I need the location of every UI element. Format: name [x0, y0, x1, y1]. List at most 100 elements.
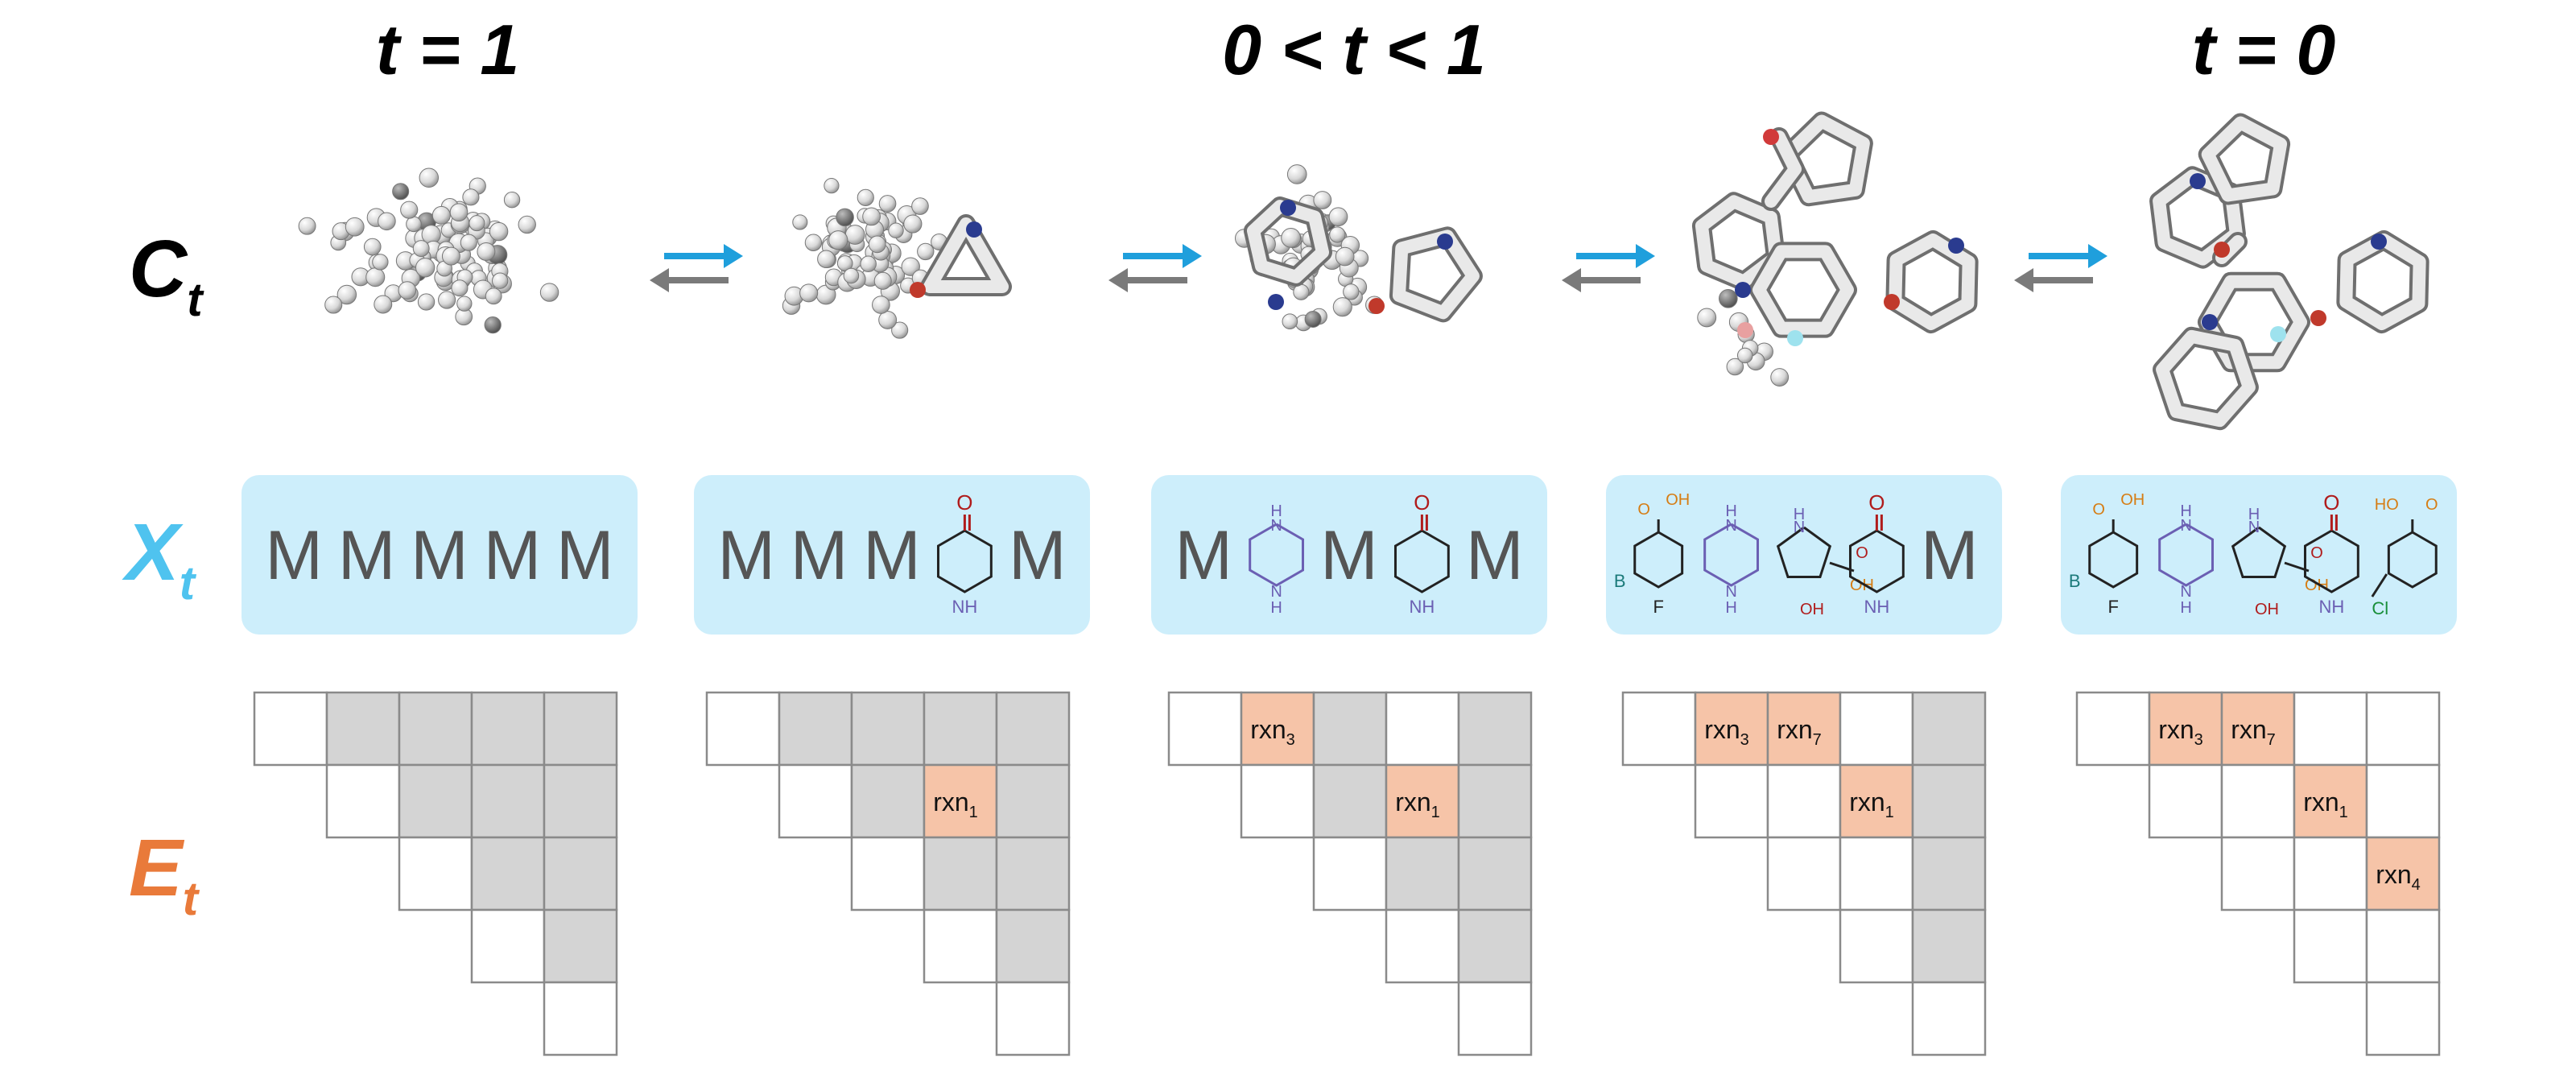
- empty-edge-cell: [2220, 836, 2296, 912]
- svg-text:O: O: [2323, 490, 2339, 515]
- conformer-panel: [1691, 111, 1979, 387]
- empty-edge-cell: [1621, 691, 1697, 767]
- empty-edge-cell: [1839, 691, 1914, 767]
- empty-edge-cell: [2075, 691, 2151, 767]
- atom-sphere: [1329, 226, 1346, 243]
- mask-token: M: [717, 517, 775, 594]
- svg-text:N: N: [1725, 583, 1736, 601]
- empty-edge-cell: [1694, 763, 1769, 839]
- empty-edge-cell: [2365, 908, 2441, 984]
- atom-sphere: [1281, 227, 1301, 248]
- atom-sphere: [406, 216, 422, 233]
- atom-sphere: [903, 214, 923, 234]
- atom-sphere: [872, 296, 890, 314]
- atom-sphere: [1282, 313, 1298, 330]
- svg-text:N: N: [1270, 517, 1282, 535]
- svg-text:H: H: [2248, 506, 2260, 523]
- empty-edge-cell: [325, 763, 401, 839]
- atom-sphere: [1335, 246, 1355, 267]
- svg-text:OH: OH: [1666, 491, 1690, 509]
- empty-edge-cell: [2220, 763, 2296, 839]
- atom-sphere: [345, 217, 365, 237]
- empty-edge-cell: [2148, 763, 2223, 839]
- piperidinone-structure: ONH: [2303, 490, 2359, 617]
- mask-token-slot: M: [338, 517, 396, 594]
- mask-token-slot: M: [863, 517, 921, 594]
- atom-sphere: [477, 242, 496, 261]
- atom-sphere: [392, 183, 410, 201]
- header-intermediate: 0 < t < 1: [1222, 10, 1486, 89]
- empty-edge-cell: [2293, 691, 2368, 767]
- empty-edge-cell: [1312, 836, 1388, 912]
- masked-edge-cell: [850, 763, 926, 839]
- masked-edge-cell: [470, 691, 546, 767]
- mask-token-slot: M: [556, 517, 614, 594]
- masked-edge-cell: [923, 836, 998, 912]
- atom-sphere: [888, 222, 904, 239]
- mask-token-slot: M: [1009, 517, 1067, 594]
- masked-edge-cell: [995, 836, 1071, 912]
- reaction-edge-cell: [1385, 763, 1460, 839]
- atom-sphere: [917, 242, 935, 261]
- atom-sphere: [398, 281, 417, 300]
- reversible-arrow: [1108, 244, 1202, 292]
- empty-edge-cell: [1385, 691, 1460, 767]
- svg-text:O: O: [1414, 490, 1430, 515]
- mask-token: M: [1174, 517, 1232, 594]
- empty-edge-cell: [1385, 908, 1460, 984]
- svg-text:H: H: [1794, 506, 1805, 523]
- atom-sphere: [451, 279, 469, 297]
- svg-text:N: N: [2180, 583, 2191, 601]
- masked-edge-cell: [995, 763, 1071, 839]
- atom-sphere: [862, 207, 881, 226]
- svg-text:F: F: [2107, 597, 2118, 617]
- row-label-c-main: C: [129, 224, 188, 314]
- svg-text:N: N: [1270, 583, 1282, 601]
- mask-token-slot: M: [265, 517, 323, 594]
- transition-arrows: [650, 244, 2107, 292]
- empty-edge-cell: [398, 836, 473, 912]
- masked-edge-cell: [923, 691, 998, 767]
- atom-sphere: [836, 208, 854, 227]
- atom-sphere: [374, 295, 393, 314]
- atom-sphere: [836, 255, 853, 271]
- atom-sphere: [901, 257, 920, 276]
- atom-sphere: [873, 271, 892, 290]
- svg-text:OH: OH: [2120, 491, 2145, 509]
- atom-sphere: [462, 188, 480, 206]
- atom-sphere: [431, 205, 451, 225]
- atom-sphere: [1293, 283, 1310, 300]
- reaction-label: rxn3: [1704, 715, 1749, 749]
- mask-token: M: [863, 517, 921, 594]
- atom-sphere: [365, 267, 386, 287]
- atom-sphere: [415, 258, 436, 278]
- svg-text:B: B: [1614, 571, 1626, 591]
- conformer-layer: [298, 111, 2429, 431]
- atom-sphere: [484, 316, 502, 334]
- atom-sphere: [1332, 297, 1352, 317]
- atom-sphere: [1313, 191, 1332, 209]
- masked-edge-cell: [470, 763, 546, 839]
- piperidinone-structure: ONH: [1393, 490, 1450, 617]
- empty-edge-cell: [995, 981, 1071, 1056]
- svg-text:Et: Et: [129, 823, 200, 925]
- svg-text:B: B: [2069, 571, 2081, 591]
- atom-sphere: [518, 215, 536, 234]
- atom-sphere: [878, 195, 897, 213]
- atom-sphere: [799, 283, 819, 303]
- masked-edge-cell: [543, 836, 618, 912]
- atom-sphere: [844, 225, 865, 245]
- atom-sphere: [828, 230, 848, 250]
- atom-sphere: [1286, 164, 1307, 184]
- empty-edge-cell: [1911, 981, 1987, 1056]
- reaction-edge-cell: [2365, 836, 2441, 912]
- mask-token: M: [1921, 517, 1979, 594]
- row-label-c-sub: t: [187, 274, 204, 326]
- atom-sphere: [469, 215, 485, 232]
- atom-sphere: [298, 217, 316, 235]
- atom-sphere: [1726, 358, 1744, 376]
